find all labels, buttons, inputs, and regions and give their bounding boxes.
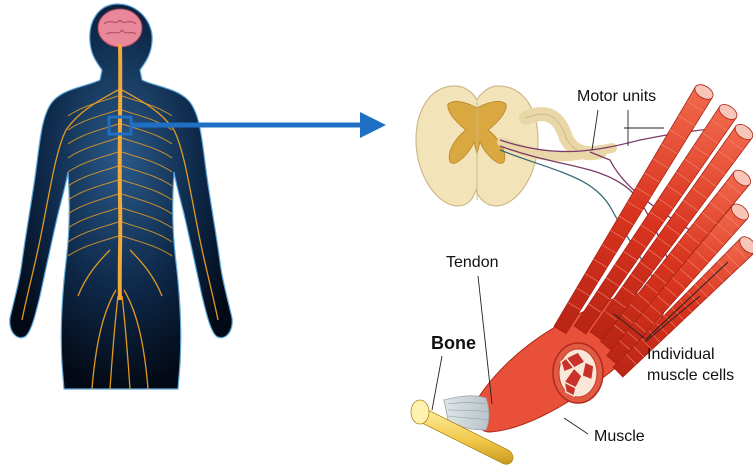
human-nervous-system-icon bbox=[10, 4, 233, 389]
spinal-cord-icon bbox=[120, 44, 121, 300]
brain-icon bbox=[98, 9, 142, 47]
tendon-label: Tendon bbox=[446, 254, 499, 271]
individual-muscle-cells-label-line1: Individual bbox=[647, 346, 715, 363]
bone-label: Bone bbox=[431, 333, 476, 353]
individual-muscle-cells-label-line2: muscle cells bbox=[647, 367, 734, 384]
muscle-label: Muscle bbox=[594, 428, 645, 445]
motor-units-label: Motor units bbox=[577, 88, 656, 105]
